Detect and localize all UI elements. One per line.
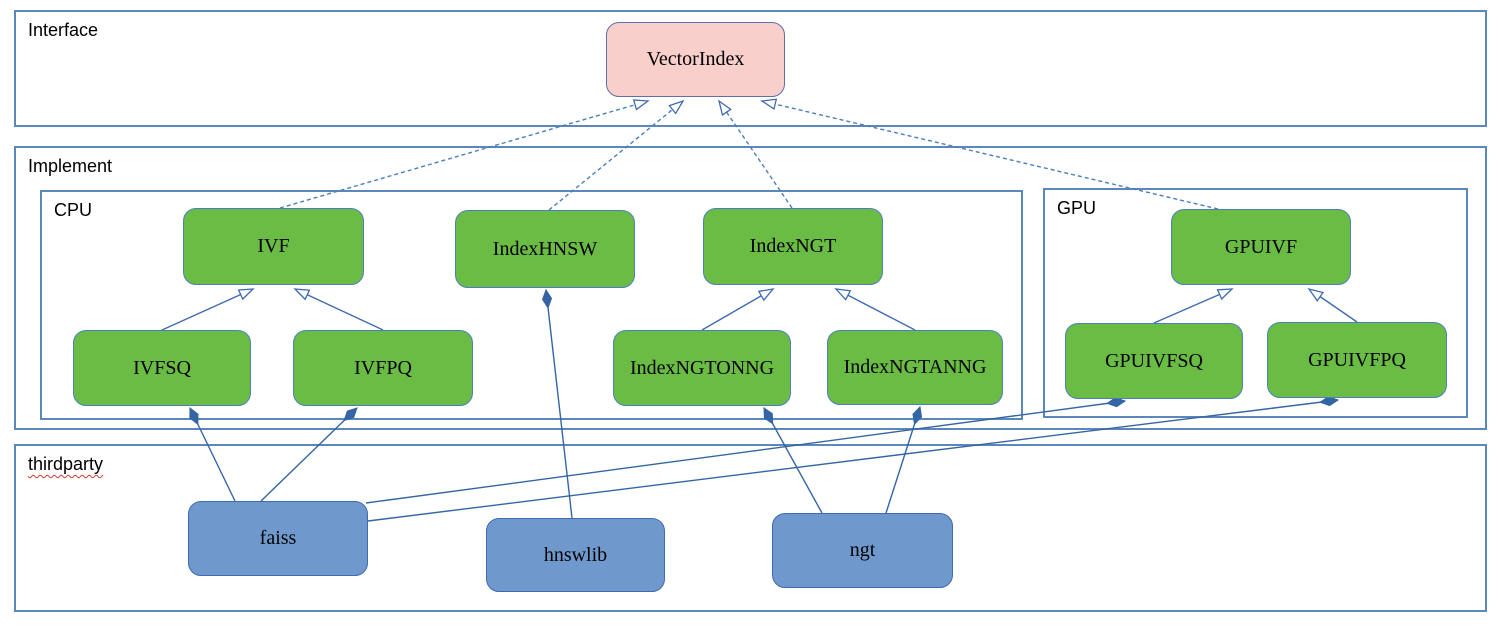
- node-ivfsq[interactable]: IVFSQ: [73, 330, 251, 406]
- container-thirdparty[interactable]: thirdparty: [14, 444, 1487, 612]
- node-indexhnsw-label: IndexHNSW: [492, 237, 598, 260]
- node-ivf[interactable]: IVF: [183, 208, 364, 285]
- container-gpu-label: GPU: [1057, 198, 1097, 218]
- edge-hnswlib-indexhnsw: [546, 290, 573, 519]
- node-indexngt-label: IndexNGT: [749, 235, 837, 257]
- edge-indexhnsw-vectorindex: [548, 99, 685, 211]
- node-ngt-label: ngt: [849, 539, 876, 561]
- node-faiss-label: faiss: [259, 527, 297, 549]
- node-gpuivfsq-label: GPUIVFSQ: [1105, 349, 1203, 372]
- container-thirdparty-label: thirdparty: [28, 454, 104, 474]
- container-gpu[interactable]: GPU: [1043, 188, 1468, 418]
- edge-gpuivfsq-gpuivf: [1153, 288, 1234, 324]
- node-indexngtonng-label: IndexNGTONNG: [629, 356, 775, 379]
- edge-ivfsq-ivf: [161, 288, 255, 331]
- node-indexngt[interactable]: IndexNGT: [703, 208, 883, 285]
- container-cpu[interactable]: CPU: [40, 190, 1023, 420]
- node-ivfpq[interactable]: IVFPQ: [293, 330, 473, 406]
- node-ivfpq-label: IVFPQ: [354, 356, 412, 379]
- node-hnswlib-label: hnswlib: [543, 543, 608, 566]
- node-ngt[interactable]: ngt: [772, 513, 953, 588]
- edge-faiss-gpuivfsq: [365, 401, 1125, 504]
- container-interface[interactable]: Interface: [14, 10, 1487, 127]
- edge-faiss-ivfsq: [190, 408, 236, 502]
- node-gpuivf[interactable]: GPUIVF: [1171, 209, 1351, 285]
- node-vectorindex-label: VectorIndex: [646, 48, 745, 70]
- edge-ivf-vectorindex: [279, 99, 650, 209]
- edge-ngt-indexngtonng: [763, 408, 823, 514]
- edge-gpuivf-vectorindex: [760, 98, 1219, 210]
- edge-ivfpq-ivf: [293, 288, 384, 331]
- edge-indexngtanng-indexngt: [834, 288, 916, 331]
- container-interface-label: Interface: [28, 20, 99, 40]
- node-ivfsq-label: IVFSQ: [133, 356, 191, 379]
- container-cpu-label: CPU: [54, 200, 93, 220]
- node-gpuivfpq[interactable]: GPUIVFPQ: [1267, 322, 1447, 398]
- node-indexngtonng[interactable]: IndexNGTONNG: [613, 330, 791, 406]
- node-vectorindex[interactable]: VectorIndex: [606, 22, 785, 97]
- node-indexhnsw[interactable]: IndexHNSW: [455, 210, 635, 288]
- edge-ngt-indexngtanng: [885, 407, 920, 514]
- edge-faiss-ivfpq: [260, 408, 357, 502]
- node-faiss[interactable]: faiss: [188, 501, 368, 576]
- edge-indexngt-vectorindex: [717, 99, 793, 209]
- node-hnswlib[interactable]: hnswlib: [486, 518, 665, 592]
- edge-gpuivfpq-gpuivf: [1307, 287, 1358, 323]
- edge-indexngtonng-indexngt: [701, 288, 775, 331]
- node-ivf-label: IVF: [257, 235, 290, 257]
- container-implement-label: Implement: [28, 156, 113, 176]
- node-gpuivfsq[interactable]: GPUIVFSQ: [1065, 323, 1243, 399]
- node-gpuivfpq-label: GPUIVFPQ: [1308, 348, 1406, 371]
- node-indexngtanng[interactable]: IndexNGTANNG: [827, 330, 1003, 405]
- edge-faiss-gpuivfpq: [367, 400, 1338, 522]
- node-indexngtanng-label: IndexNGTANNG: [843, 356, 987, 378]
- node-gpuivf-label: GPUIVF: [1224, 235, 1298, 258]
